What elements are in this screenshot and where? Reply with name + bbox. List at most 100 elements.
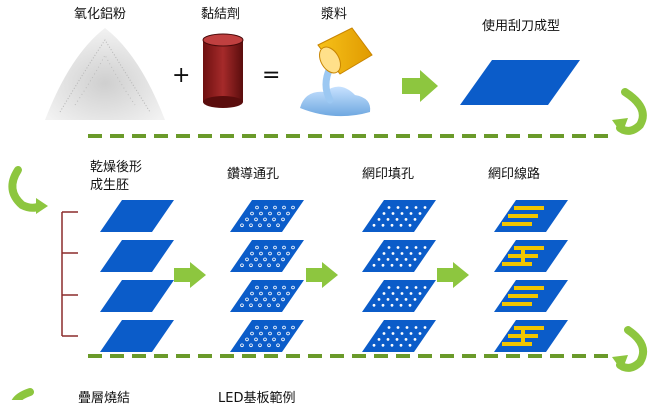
- filled-via: [382, 292, 386, 295]
- filled-via: [387, 246, 391, 249]
- via-hole: [240, 343, 244, 348]
- filled-via: [408, 263, 412, 267]
- via-hole: [245, 297, 249, 302]
- doctor-blade-label: 使用刮刀成型: [482, 19, 561, 34]
- via-hole: [254, 257, 258, 262]
- via-hole: [286, 251, 290, 256]
- filled-via: [399, 303, 403, 307]
- via-hole: [291, 325, 295, 330]
- binder-label: 黏結劑: [201, 7, 241, 22]
- filled-via: [395, 218, 399, 221]
- filled-via: [418, 332, 422, 335]
- punch-via-label: 鑽導通孔: [227, 167, 280, 182]
- via-hole: [250, 331, 254, 336]
- slurry-pour-icon: [300, 27, 373, 117]
- filled-via: [386, 338, 390, 341]
- filled-via: [404, 258, 408, 261]
- filled-via: [400, 212, 404, 215]
- via-hole: [272, 297, 276, 302]
- led-sample-label: LED基板範例: [218, 391, 296, 406]
- filled-via: [381, 343, 385, 347]
- filled-via: [396, 286, 400, 289]
- via-hole: [245, 337, 249, 342]
- filled-via: [382, 252, 386, 255]
- via-hole: [277, 251, 281, 256]
- via-hole: [250, 251, 254, 256]
- filled-via: [377, 258, 381, 261]
- via-hole: [272, 337, 276, 342]
- filled-via: [390, 303, 394, 307]
- via-hole: [267, 343, 271, 348]
- filled-via: [423, 326, 427, 329]
- green-sheet: [100, 280, 174, 312]
- via-hole: [250, 291, 254, 296]
- filled-via: [396, 326, 400, 329]
- punched-sheet: [230, 280, 304, 312]
- green-sheet: [100, 200, 174, 232]
- filled-via: [409, 292, 413, 295]
- lamination-label: 疊層燒結: [78, 391, 131, 406]
- filled-via: [408, 223, 412, 227]
- layer-bracket: [61, 211, 78, 337]
- via-hole: [245, 217, 249, 222]
- via-hole: [254, 217, 258, 222]
- circuit-trace: [502, 222, 532, 226]
- arrow-to-circuit: [437, 262, 469, 288]
- print-fill-label: 網印填孔: [362, 167, 415, 182]
- green-sheet: [100, 320, 174, 352]
- filled-via: [399, 223, 403, 227]
- filled-via: [400, 252, 404, 255]
- via-hole: [267, 223, 271, 228]
- uturn-arrow-left: [8, 166, 44, 212]
- via-hole: [263, 337, 267, 342]
- arrow-to-fill: [306, 262, 338, 288]
- filled-via: [408, 303, 412, 307]
- via-hole: [276, 343, 280, 348]
- via-hole: [281, 257, 285, 262]
- filled-via: [399, 343, 403, 347]
- print-circuit-label: 網印線路: [488, 167, 541, 182]
- filled-via: [372, 223, 376, 227]
- via-hole: [259, 211, 263, 216]
- via-hole: [264, 285, 268, 290]
- via-hole: [281, 337, 285, 342]
- filled-via: [387, 326, 391, 329]
- via-hole: [268, 291, 272, 296]
- filled-via: [409, 252, 413, 255]
- via-hole: [291, 245, 295, 250]
- filled-via: [409, 212, 413, 215]
- filled-via: [386, 298, 390, 301]
- via-hole: [258, 303, 262, 308]
- filled-via: [391, 212, 395, 215]
- circuit-trace: [502, 342, 532, 346]
- filled-via: [395, 298, 399, 301]
- via-hole: [273, 245, 277, 250]
- filled-via: [386, 218, 390, 221]
- via-hole: [286, 331, 290, 336]
- equals-symbol: =: [262, 63, 280, 88]
- circuit-trace: [502, 302, 532, 306]
- via-hole: [267, 303, 271, 308]
- via-hole: [277, 211, 281, 216]
- via-hole: [281, 297, 285, 302]
- filled-via: [414, 206, 418, 209]
- filled-via: [405, 206, 409, 209]
- via-hole: [272, 257, 276, 262]
- punched-sheet: [230, 200, 304, 232]
- green-sheet: [100, 240, 174, 272]
- via-hole: [259, 251, 263, 256]
- circuit-trace: [502, 262, 532, 266]
- filled-via: [377, 298, 381, 301]
- filled-via: [418, 292, 422, 295]
- filled-via: [404, 298, 408, 301]
- via-hole: [273, 285, 277, 290]
- via-hole: [273, 325, 277, 330]
- via-hole: [264, 245, 268, 250]
- via-hole: [254, 297, 258, 302]
- filled-via: [408, 343, 412, 347]
- filled-via: [399, 263, 403, 267]
- circuit-trace: [514, 206, 544, 210]
- via-hole: [282, 285, 286, 290]
- filled-via: [423, 286, 427, 289]
